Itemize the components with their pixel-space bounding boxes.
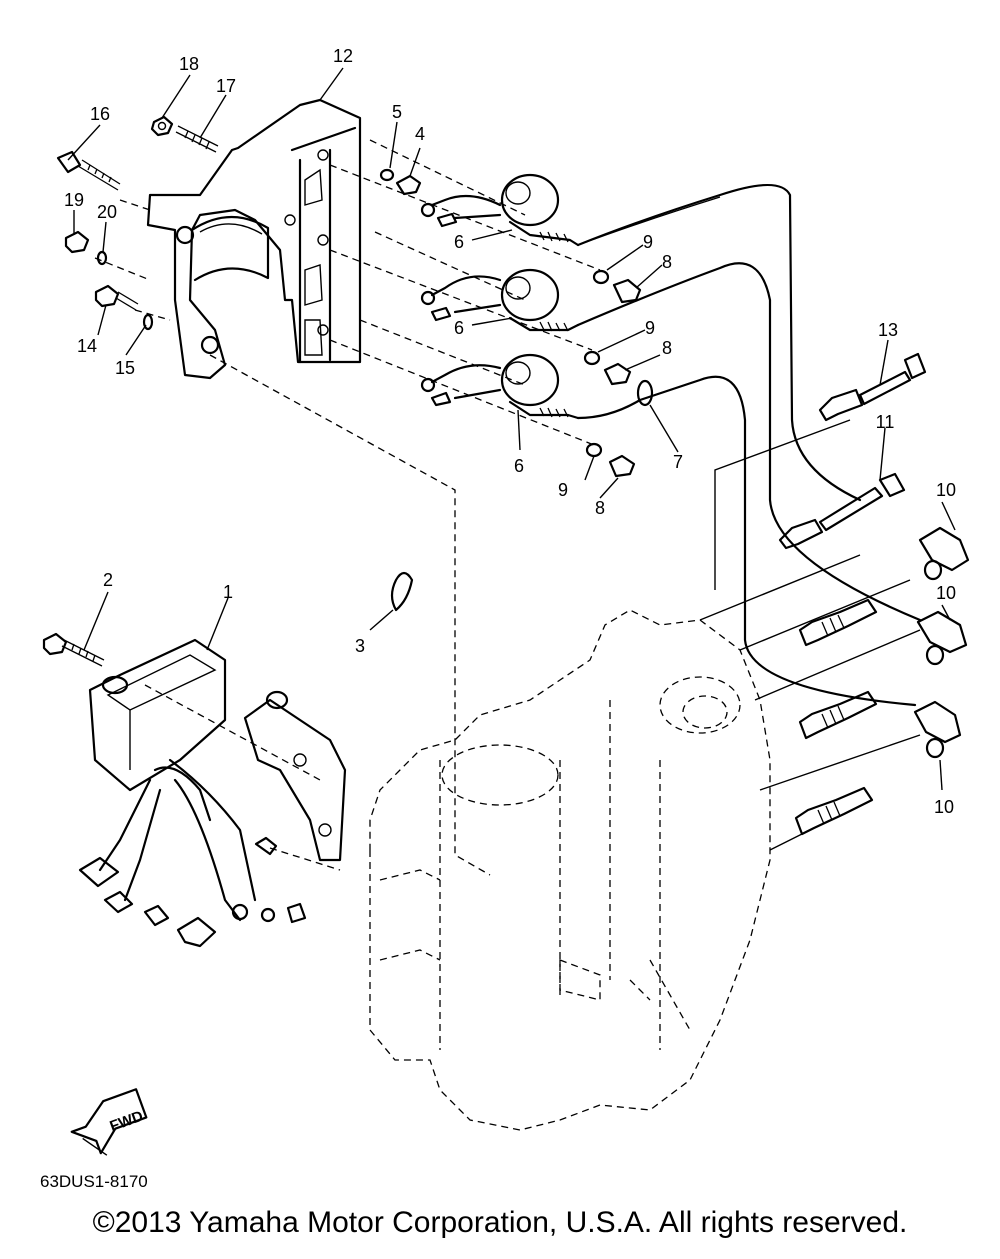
- callout-7: 7: [673, 452, 683, 472]
- ignition-coil-bottom: [420, 353, 580, 420]
- callout-5: 5: [392, 102, 402, 122]
- callout-18: 18: [179, 54, 199, 74]
- assembly-lines: [94, 139, 921, 876]
- bolt-8-middle: [603, 362, 632, 386]
- bolt-2: [42, 632, 105, 667]
- spark-plug-cap-bottom: [913, 700, 962, 759]
- callout-9-top: 9: [643, 232, 653, 252]
- bolt-4: [395, 174, 422, 196]
- callout-13: 12: [333, 46, 353, 66]
- callout-9-bottom: 9: [558, 480, 568, 500]
- callout-10-bottom: 10: [934, 797, 954, 817]
- spark-plug-middle: [798, 690, 878, 740]
- callout-17: 17: [216, 76, 236, 96]
- high-tension-cables: [576, 184, 922, 707]
- callout-11: 11: [876, 412, 895, 432]
- spark-plug-top: [798, 598, 878, 647]
- callout-8-bottom: 8: [595, 498, 605, 518]
- spark-plug-cap-top: [918, 526, 970, 581]
- cdi-unit: [88, 638, 257, 922]
- callout-20: 20: [97, 202, 117, 222]
- callout-12: 13: [878, 320, 898, 340]
- nut-18: [150, 115, 174, 137]
- callout-3: 3: [355, 636, 365, 656]
- clip-3: [390, 571, 414, 612]
- callout-14: 14: [77, 336, 97, 356]
- callout-1: 1: [223, 582, 233, 602]
- callout-16: 16: [90, 104, 110, 124]
- mounting-bracket: [243, 690, 347, 862]
- ignition-coil-bracket: [146, 98, 362, 380]
- callout-4: 4: [415, 124, 425, 144]
- washer-15: [142, 313, 154, 331]
- bolt-16: [56, 150, 121, 191]
- washer-5: [379, 168, 395, 182]
- washer-9-top: [592, 269, 610, 285]
- callout-2: 2: [103, 570, 113, 590]
- grommet-7: [636, 379, 654, 407]
- ignition-coil-middle: [420, 268, 580, 332]
- spark-plug-cap-middle: [916, 610, 968, 666]
- callout-10-top: 10: [936, 480, 956, 500]
- sensor-12: [818, 352, 927, 422]
- wire-connectors: [78, 856, 307, 948]
- washer-9-bottom: [585, 442, 603, 458]
- callout-6-middle: 6: [454, 318, 464, 338]
- bolt-8-top: [612, 278, 642, 304]
- callout-6-bottom: 6: [514, 456, 524, 476]
- sensor-11: [778, 472, 906, 550]
- bolt-14: [94, 284, 139, 311]
- ignition-coil-top: [420, 173, 580, 247]
- callout-15: 15: [115, 358, 135, 378]
- callout-10-middle: 10: [936, 583, 956, 603]
- washer-9-middle: [583, 350, 601, 366]
- stud-17: [175, 125, 219, 153]
- fwd-label: FWD: [108, 1108, 146, 1136]
- callout-8-middle: 8: [662, 338, 672, 358]
- copyright-notice: ©2013 Yamaha Motor Corporation, U.S.A. A…: [92, 1206, 908, 1239]
- washer-20: [96, 250, 108, 266]
- diagram-code: 63DUS1-8170: [40, 1172, 148, 1191]
- bolt-8-bottom: [608, 454, 636, 478]
- bolt-19: [64, 230, 90, 254]
- fwd-arrow-icon: FWD: [70, 1088, 148, 1156]
- callout-19: 19: [64, 190, 84, 210]
- callout-6-top: 6: [454, 232, 464, 252]
- callout-9-middle: 9: [645, 318, 655, 338]
- callout-8-top: 8: [662, 252, 672, 272]
- spark-plug-bottom: [794, 786, 874, 836]
- callout-leaders: [67, 67, 956, 791]
- callout-numbers: 12 18 17 16 19 20 14 15 5 4 6 6 6 9 8 9 …: [64, 46, 956, 817]
- engine-block: [369, 609, 771, 1131]
